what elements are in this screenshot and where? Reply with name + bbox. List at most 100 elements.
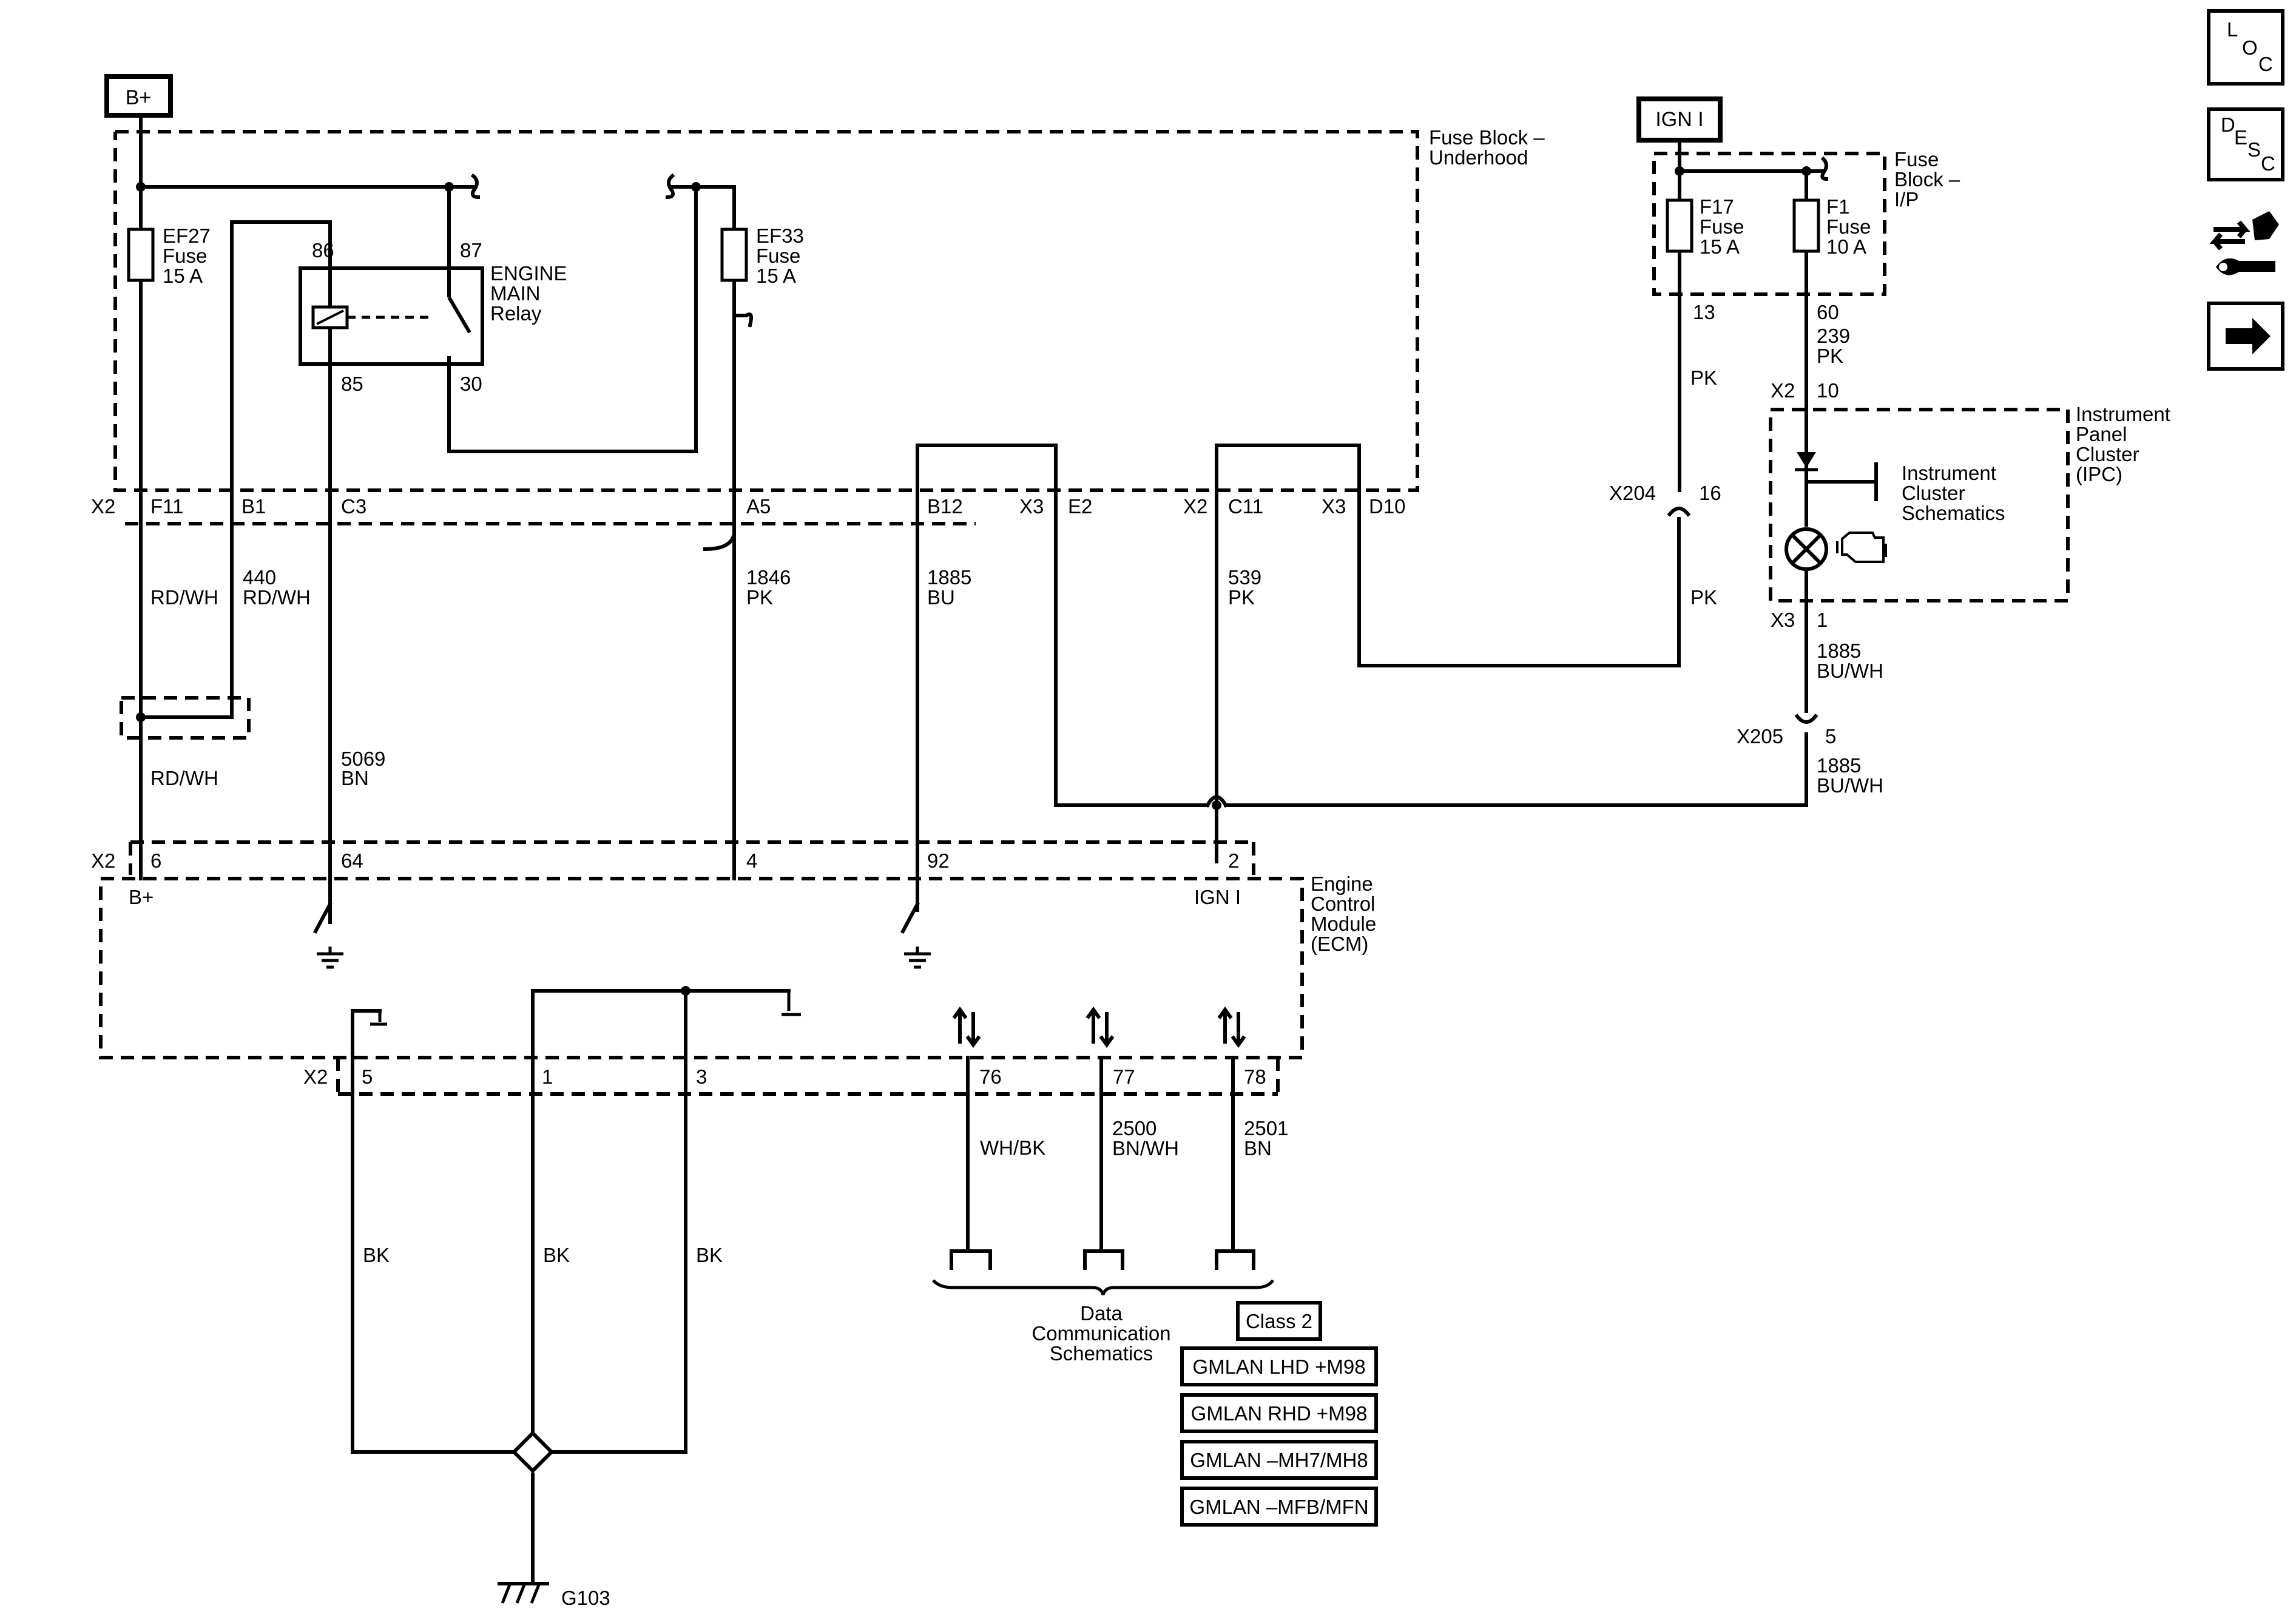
fuse-f17: F17 Fuse 15 A bbox=[1666, 195, 1744, 258]
option-gmlan-lhd: GMLAN LHD +M98 bbox=[1192, 1355, 1365, 1378]
svg-text:C: C bbox=[2258, 53, 2273, 75]
connector-labels-top: X2 F11 B1 C3 A5 B12 X3 E2 X2 C11 X3 D10 bbox=[91, 495, 1406, 518]
svg-text:1: 1 bbox=[542, 1065, 553, 1088]
svg-text:EF27: EF27 bbox=[163, 224, 211, 247]
svg-text:X3: X3 bbox=[1019, 495, 1044, 518]
svg-text:64: 64 bbox=[341, 849, 363, 872]
ipc-title-3: Cluster bbox=[2076, 443, 2139, 465]
svg-text:D: D bbox=[2221, 113, 2235, 136]
ecm-title: Engine bbox=[1311, 873, 1373, 895]
ipc-title: Instrument bbox=[2076, 403, 2170, 425]
fuse-f1: F1 Fuse 10 A bbox=[1792, 195, 1871, 258]
svg-text:76: 76 bbox=[979, 1065, 1002, 1088]
option-gmlan-rhd: GMLAN RHD +M98 bbox=[1191, 1402, 1368, 1425]
ecm-title-3: Module bbox=[1311, 913, 1376, 935]
ign-label: IGN I bbox=[1655, 108, 1703, 131]
svg-text:RD/WH: RD/WH bbox=[150, 767, 218, 789]
svg-text:4: 4 bbox=[746, 849, 757, 872]
svg-text:BU/WH: BU/WH bbox=[1817, 774, 1883, 797]
next-arrow-icon[interactable] bbox=[2207, 302, 2284, 371]
svg-text:B12: B12 bbox=[927, 495, 963, 518]
option-class2: Class 2 bbox=[1246, 1310, 1312, 1332]
svg-text:X3: X3 bbox=[1322, 495, 1346, 518]
check-engine-icon bbox=[1836, 532, 1887, 563]
svg-text:A5: A5 bbox=[746, 495, 771, 518]
svg-text:539: 539 bbox=[1228, 566, 1261, 589]
svg-text:92: 92 bbox=[927, 849, 950, 872]
svg-text:5: 5 bbox=[362, 1065, 373, 1088]
svg-text:S: S bbox=[2247, 138, 2261, 161]
svg-text:77: 77 bbox=[1113, 1065, 1135, 1088]
svg-text:F11: F11 bbox=[150, 495, 183, 518]
ecm-module: Engine Control Module (ECM) bbox=[99, 840, 1376, 1096]
svg-text:5: 5 bbox=[1825, 725, 1836, 748]
svg-text:Schematics: Schematics bbox=[1050, 1342, 1153, 1365]
svg-text:86: 86 bbox=[312, 239, 334, 262]
ipc-module: Instrument Panel Cluster (IPC) bbox=[1769, 403, 2170, 603]
ecm-pins: X2 6 64 4 92 2 B+ IGN I X2 5 1 3 76 77 7… bbox=[91, 849, 1266, 1088]
fuse-ef33: EF33 Fuse 15 A bbox=[720, 224, 804, 287]
svg-text:10: 10 bbox=[1817, 379, 1839, 402]
connector-tool-icon[interactable] bbox=[2209, 211, 2279, 275]
svg-text:1885: 1885 bbox=[927, 566, 971, 589]
svg-text:O: O bbox=[2242, 36, 2258, 59]
svg-text:6: 6 bbox=[150, 849, 161, 872]
svg-text:E: E bbox=[2234, 126, 2247, 149]
svg-text:60: 60 bbox=[1817, 301, 1839, 323]
bplus-label: B+ bbox=[126, 86, 152, 109]
ground-icon bbox=[317, 947, 931, 1026]
svg-text:PK: PK bbox=[746, 586, 773, 609]
svg-text:Data: Data bbox=[1080, 1302, 1123, 1325]
fuse-ef27: EF27 Fuse 15 A bbox=[127, 224, 211, 287]
svg-text:F17: F17 bbox=[1700, 195, 1734, 218]
svg-text:BK: BK bbox=[363, 1244, 390, 1266]
wires bbox=[139, 113, 1878, 1584]
svg-text:1885: 1885 bbox=[1817, 754, 1861, 777]
ecm-title-2: Control bbox=[1311, 893, 1375, 915]
svg-text:L: L bbox=[2227, 18, 2238, 41]
fuse-block-underhood-title: Fuse Block – bbox=[1429, 126, 1545, 149]
svg-text:C3: C3 bbox=[341, 495, 366, 518]
fuse-block-underhood: Fuse Block – Underhood bbox=[113, 126, 1545, 525]
svg-text:Schematics: Schematics bbox=[1902, 502, 2005, 524]
svg-text:F1: F1 bbox=[1826, 195, 1850, 218]
svg-text:Cluster: Cluster bbox=[1902, 482, 1965, 504]
junction-dots bbox=[136, 166, 1811, 996]
svg-text:239: 239 bbox=[1817, 325, 1850, 347]
svg-text:X2: X2 bbox=[91, 495, 115, 518]
svg-text:X2: X2 bbox=[1771, 379, 1795, 402]
svg-text:X205: X205 bbox=[1737, 725, 1783, 748]
option-gmlan-mfb: GMLAN –MFB/MFN bbox=[1189, 1496, 1368, 1518]
svg-text:BN/WH: BN/WH bbox=[1112, 1137, 1179, 1160]
svg-text:RD/WH: RD/WH bbox=[150, 586, 218, 609]
svg-text:X204: X204 bbox=[1609, 482, 1656, 504]
desc-icon[interactable]: D E S C bbox=[2207, 107, 2284, 181]
option-gmlan-mh7: GMLAN –MH7/MH8 bbox=[1190, 1449, 1368, 1471]
svg-text:B+: B+ bbox=[129, 886, 154, 908]
svg-text:10 A: 10 A bbox=[1826, 235, 1866, 258]
svg-text:RD/WH: RD/WH bbox=[243, 586, 311, 609]
svg-text:2501: 2501 bbox=[1244, 1117, 1288, 1139]
svg-text:BK: BK bbox=[543, 1244, 570, 1266]
bplus-source: B+ bbox=[104, 74, 173, 118]
fuse-block-ip-title: Fuse bbox=[1894, 148, 1939, 170]
svg-text:15 A: 15 A bbox=[163, 265, 203, 287]
svg-text:Fuse: Fuse bbox=[1826, 215, 1871, 238]
fuse-block-ip-title-3: I/P bbox=[1894, 188, 1919, 211]
svg-text:BN: BN bbox=[341, 767, 369, 789]
ipc-title-2: Panel bbox=[2076, 423, 2127, 445]
svg-text:30: 30 bbox=[460, 373, 482, 395]
ecm-title-4: (ECM) bbox=[1311, 933, 1368, 955]
svg-text:E2: E2 bbox=[1068, 495, 1092, 518]
svg-text:2: 2 bbox=[1228, 849, 1239, 872]
ground-label: G103 bbox=[561, 1587, 610, 1609]
svg-text:X2: X2 bbox=[303, 1065, 328, 1088]
svg-text:PK: PK bbox=[1690, 366, 1717, 389]
ip-connectors: 13 60 X2 10 X3 1 X204 16 X205 5 Instrume… bbox=[1609, 301, 2005, 748]
fuse-block-ip-title-2: Block – bbox=[1894, 168, 1960, 191]
svg-text:MAIN: MAIN bbox=[490, 282, 541, 305]
loc-icon[interactable]: L O C bbox=[2207, 9, 2284, 86]
data-communication-ref: Data Communication Schematics bbox=[932, 1249, 1275, 1365]
svg-text:15 A: 15 A bbox=[1700, 235, 1740, 258]
svg-text:C: C bbox=[2261, 152, 2275, 175]
